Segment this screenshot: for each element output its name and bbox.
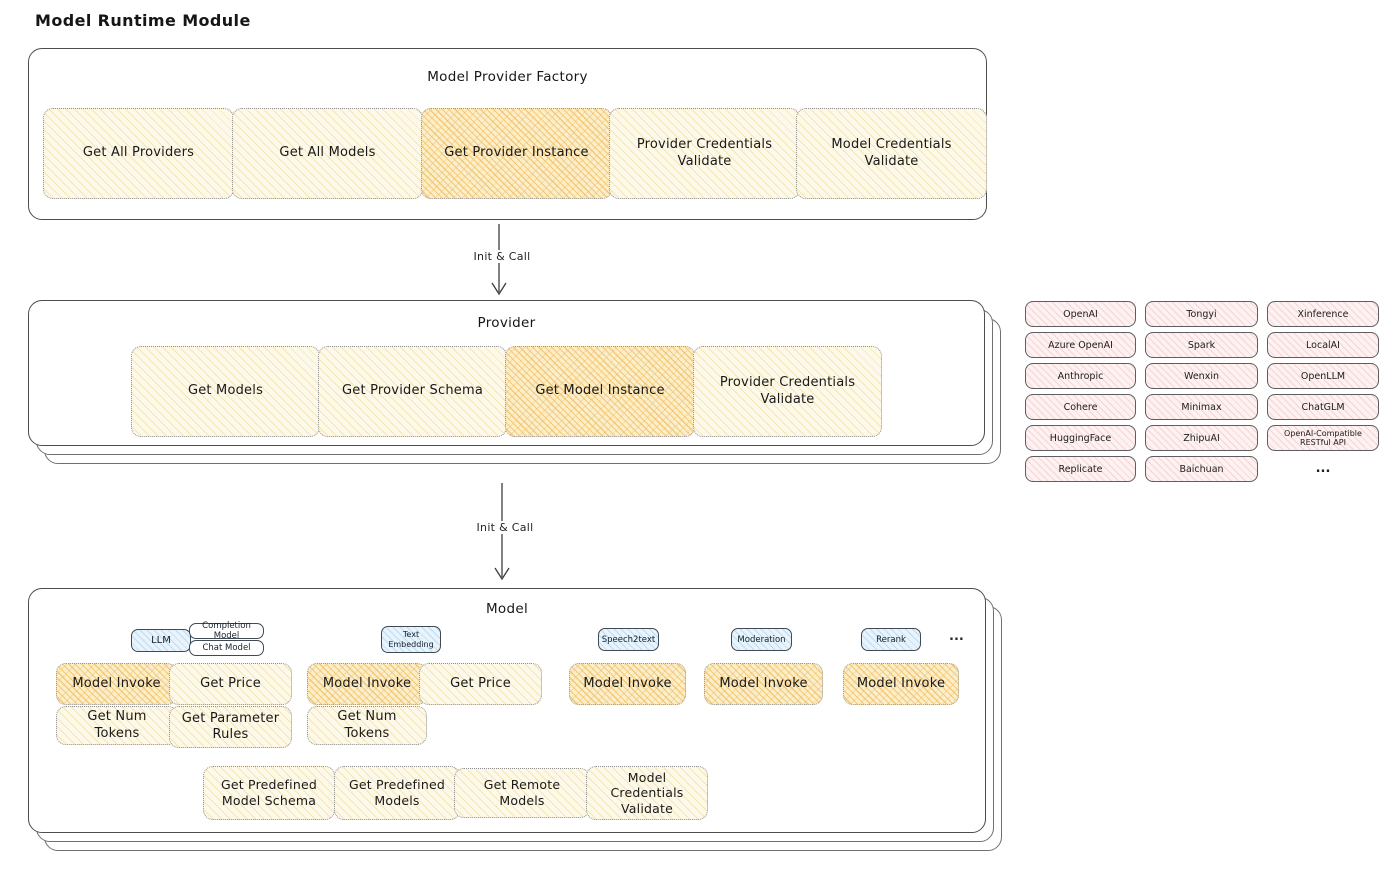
- llm-get-parameter-rules-node: Get Parameter Rules: [169, 706, 292, 748]
- llm-model-invoke-node: Model Invoke: [56, 663, 177, 705]
- provider-pill-huggingface: HuggingFace: [1025, 425, 1136, 451]
- provider-pill-zhipuai: ZhipuAI: [1145, 425, 1258, 451]
- text-embedding-type-pill: Text Embedding: [381, 626, 441, 653]
- provider-pill-baichuan: Baichuan: [1145, 456, 1258, 482]
- get-predefined-models-node: Get Predefined Models: [334, 766, 460, 820]
- speech2text-model-invoke-node: Model Invoke: [569, 663, 686, 705]
- text-embedding-model-invoke-node: Model Invoke: [307, 663, 427, 705]
- llm-type-pill: LLM: [131, 629, 191, 652]
- init-call-label-2: Init & Call: [462, 521, 548, 534]
- text-embedding-get-price-node: Get Price: [419, 663, 542, 705]
- provider-pill-replicate: Replicate: [1025, 456, 1136, 482]
- provider-pill-localai: LocalAI: [1267, 332, 1379, 358]
- model-credentials-validate-node: Model Credentials Validate: [796, 108, 987, 199]
- get-all-providers-node: Get All Providers: [43, 108, 234, 199]
- text-embedding-get-num-tokens-node: Get Num Tokens: [307, 706, 427, 745]
- get-remote-models-node: Get Remote Models: [454, 768, 590, 818]
- model-types-more-ellipsis: ...: [949, 629, 964, 644]
- moderation-model-invoke-node: Model Invoke: [704, 663, 823, 705]
- provider-pill-openllm: OpenLLM: [1267, 363, 1379, 389]
- provider-list-more-ellipsis: ...: [1315, 460, 1331, 476]
- moderation-type-pill: Moderation: [731, 628, 792, 651]
- init-call-label-1: Init & Call: [459, 250, 545, 263]
- provider-pill-minimax: Minimax: [1145, 394, 1258, 420]
- provider-pill-wenxin: Wenxin: [1145, 363, 1258, 389]
- model-credentials-validate-node-2: Model Credentials Validate: [586, 766, 708, 820]
- provider-pill-xinference: Xinference: [1267, 301, 1379, 327]
- speech2text-type-pill: Speech2text: [598, 628, 659, 651]
- provider-pill-cohere: Cohere: [1025, 394, 1136, 420]
- model-title: Model: [485, 601, 529, 617]
- model-provider-factory-container: Model Provider Factory Get All Providers…: [28, 48, 987, 220]
- provider-credentials-validate-node-2: Provider Credentials Validate: [693, 346, 882, 437]
- provider-title: Provider: [477, 315, 536, 331]
- provider-pill-azure-openai: Azure OpenAI: [1025, 332, 1136, 358]
- provider-pill-chatglm: ChatGLM: [1267, 394, 1379, 420]
- chat-model-pill: Chat Model: [189, 640, 264, 656]
- completion-model-pill: Completion Model: [189, 621, 264, 641]
- model-container: Model LLM Completion Model Chat Model Te…: [28, 588, 986, 833]
- llm-get-num-tokens-node: Get Num Tokens: [56, 706, 178, 745]
- provider-credentials-validate-node: Provider Credentials Validate: [609, 108, 800, 199]
- provider-pill-anthropic: Anthropic: [1025, 363, 1136, 389]
- get-provider-instance-node: Get Provider Instance: [421, 108, 612, 199]
- model-provider-factory-title: Model Provider Factory: [427, 69, 588, 85]
- get-all-models-node: Get All Models: [232, 108, 423, 199]
- provider-container: Provider Get Models Get Provider Schema …: [28, 300, 985, 446]
- get-models-node: Get Models: [131, 346, 320, 437]
- provider-pill-tongyi: Tongyi: [1145, 301, 1258, 327]
- llm-get-price-node: Get Price: [169, 663, 292, 705]
- provider-pill-openai: OpenAI: [1025, 301, 1136, 327]
- rerank-type-pill: Rerank: [861, 628, 921, 651]
- get-model-instance-node: Get Model Instance: [505, 346, 695, 437]
- provider-pill-openai-compatible: OpenAI-Compatible RESTful API: [1267, 425, 1379, 451]
- rerank-model-invoke-node: Model Invoke: [843, 663, 959, 705]
- provider-list-grid: OpenAI Tongyi Xinference Azure OpenAI Sp…: [1025, 301, 1379, 482]
- get-predefined-model-schema-node: Get Predefined Model Schema: [203, 766, 335, 820]
- get-provider-schema-node: Get Provider Schema: [318, 346, 507, 437]
- provider-pill-spark: Spark: [1145, 332, 1258, 358]
- page-title: Model Runtime Module: [35, 11, 251, 30]
